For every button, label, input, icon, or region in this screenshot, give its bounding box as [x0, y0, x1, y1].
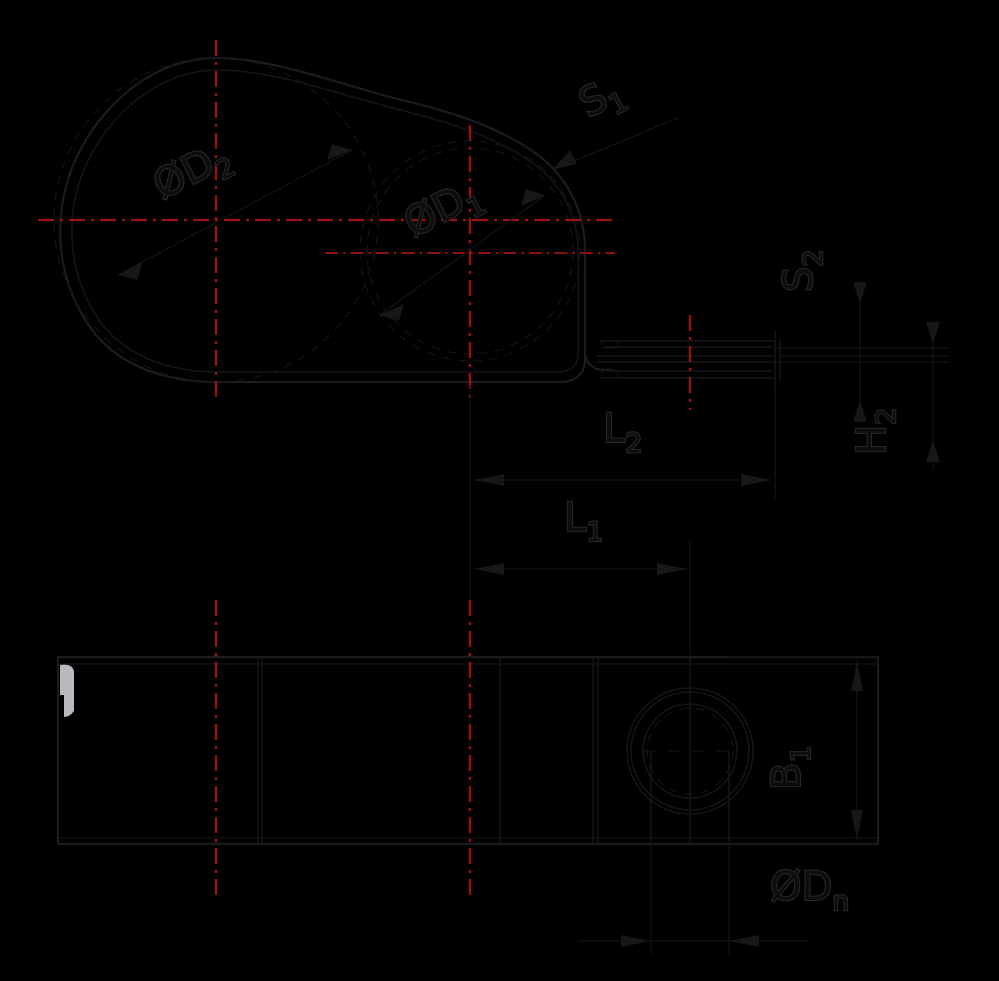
housing-outer-body — [56, 655, 880, 846]
dn-arrowhead-left — [621, 935, 651, 947]
l2-arrowhead-left — [474, 474, 504, 486]
l1-arrowhead-right — [657, 563, 687, 575]
d1-arrowhead-lower — [380, 304, 404, 321]
boss-outer-circle-2 — [630, 691, 750, 811]
flange-bracket-group — [583, 248, 950, 490]
d1-label: ØD1 — [397, 170, 492, 253]
corner-highlight-mark — [60, 664, 74, 717]
pulley-large-hidden-circle — [53, 57, 379, 383]
l2-dimension-group: L2 — [469, 385, 776, 500]
l1-arrowhead-left — [474, 563, 504, 575]
d2-arrowhead-right — [327, 144, 352, 160]
belt-outer-outline — [59, 56, 587, 384]
l1-dimension-group: L1 — [469, 494, 691, 660]
l1-label: L1 — [564, 495, 603, 548]
l2-label: L2 — [603, 406, 642, 459]
b1-label: B1 — [764, 745, 817, 790]
bore-circle-outer — [642, 703, 738, 799]
h2-arrowhead-top — [926, 322, 940, 344]
l1-label-sub: 1 — [586, 517, 603, 548]
d2-label-main: ØD — [146, 140, 222, 209]
h2-label-sub: 2 — [871, 408, 902, 425]
b1-arrowhead-bottom — [851, 810, 863, 840]
d2-label: ØD2 — [146, 132, 241, 215]
shaft-endcap-top — [601, 340, 619, 349]
l2-label-main: L — [603, 406, 626, 452]
dn-label: ØDn — [770, 864, 849, 917]
h2-arrowhead-bottom — [926, 440, 940, 462]
s2-arrowhead-top — [853, 282, 867, 304]
b1-label-sub: 1 — [786, 745, 817, 762]
h2-label: H2 — [849, 408, 902, 455]
d1-dimension-group: ØD1 — [379, 170, 546, 321]
h2-dimension-group: H2 — [848, 322, 940, 470]
b1-label-main: B — [764, 763, 810, 790]
d1-leader-line — [379, 194, 546, 316]
s1-label: S1 — [572, 67, 634, 134]
shaft-endcap-bottom — [601, 370, 619, 379]
d2-dimension-group: ØD2 — [117, 132, 353, 280]
s2-dimension-group: S2 — [775, 248, 867, 422]
b1-arrowhead-top — [851, 661, 863, 691]
flange-vertical-web — [583, 248, 614, 372]
s2-label-sub: 2 — [798, 249, 829, 266]
dn-dimension-group: ØDn — [578, 844, 851, 955]
dn-label-sub: n — [832, 886, 849, 917]
l2-label-sub: 2 — [625, 428, 642, 459]
dn-label-main: ØD — [770, 864, 832, 910]
boss-outer-circle — [626, 687, 754, 815]
h2-label-main: H — [849, 425, 895, 455]
l1-label-main: L — [564, 495, 587, 541]
s2-label-main: S — [776, 267, 822, 292]
d1-label-main: ØD — [397, 178, 473, 247]
d2-leader-line — [117, 149, 353, 276]
side-view-group: B1 ØDn — [56, 600, 880, 955]
b1-dimension-group: B1 — [730, 656, 878, 845]
s1-dimension-group: S1 — [551, 67, 679, 171]
l2-arrowhead-right — [741, 474, 771, 486]
d2-arrowhead-left — [118, 262, 142, 280]
s1-arrowhead — [552, 150, 577, 170]
s2-arrowhead-bottom — [853, 400, 867, 422]
belt-inner-outline — [71, 69, 579, 373]
front-view-group: ØD2 ØD1 S1 S2 — [38, 40, 950, 660]
dn-arrowhead-right — [729, 935, 759, 947]
s2-label: S2 — [776, 249, 829, 292]
d1-arrowhead-upper — [521, 189, 545, 206]
